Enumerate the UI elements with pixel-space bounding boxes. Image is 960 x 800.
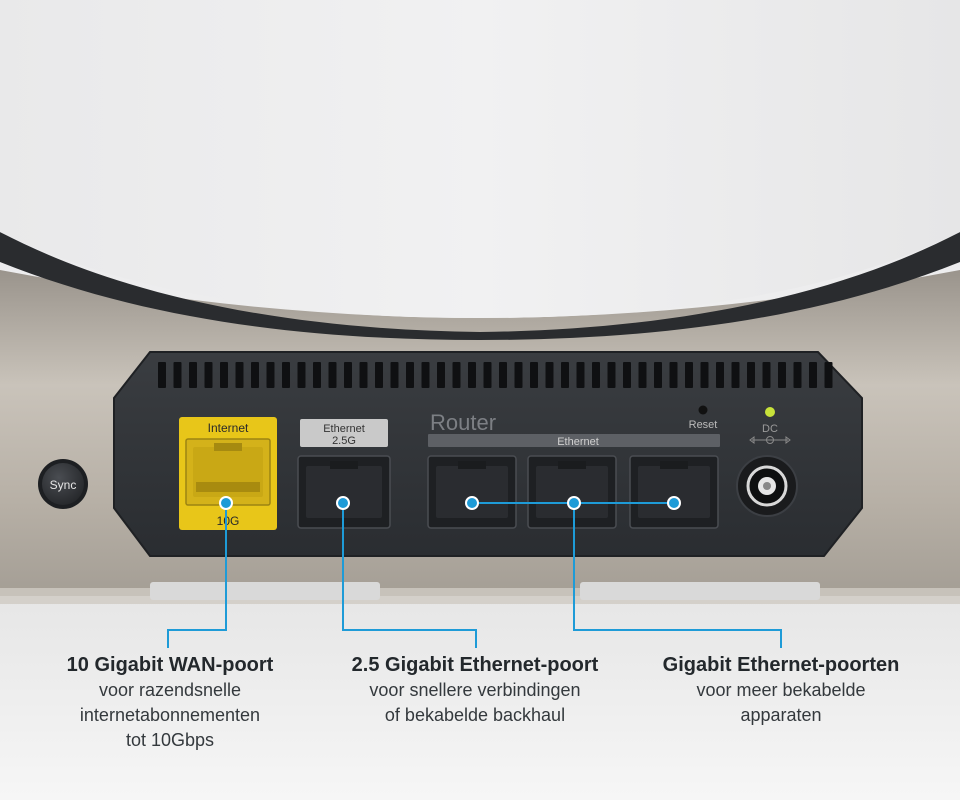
caption-wan-port: 10 Gigabit WAN-poort voor razendsnelle i…	[30, 652, 310, 753]
ethernet-port-2[interactable]	[527, 455, 617, 529]
vent-slot	[716, 362, 724, 388]
ethernet-2-5g-port[interactable]: Ethernet 2.5G	[297, 419, 391, 529]
caption-wan-port-line-2: internetabonnementen	[79, 705, 261, 725]
ethernet-port-1[interactable]	[427, 455, 517, 529]
callout-dot-wan	[219, 496, 233, 510]
reset-button[interactable]: Reset	[689, 405, 718, 432]
ethernet-group-bar	[428, 434, 720, 447]
vent-slot	[235, 362, 244, 388]
vent-slot	[173, 362, 182, 388]
vent-slot	[514, 362, 523, 388]
vent-slot	[189, 362, 197, 388]
sync-button-label: Sync	[50, 478, 77, 492]
dc-polarity-icon	[749, 436, 791, 444]
vent-slot	[313, 362, 321, 388]
callout-line-gigabit	[573, 503, 782, 648]
caption-2-5g-port-title: 2.5 Gigabit Ethernet-poort	[351, 654, 599, 676]
callout-line-2-5g	[342, 503, 477, 648]
dc-power-jack[interactable]	[736, 455, 798, 517]
floor	[0, 596, 960, 800]
caption-gigabit-ports-title: Gigabit Ethernet-poorten	[662, 654, 900, 676]
dome-rim	[0, 232, 960, 340]
foot-left	[150, 582, 380, 600]
sync-button[interactable]: Sync	[38, 459, 88, 509]
vent-slot	[654, 362, 662, 388]
vent-slot	[220, 362, 228, 388]
ethernet-2-5g-speed: 2.5G	[332, 435, 356, 447]
caption-wan-port-line-3: tot 10Gbps	[125, 730, 215, 750]
callout-dots	[219, 496, 681, 510]
vent-slot	[576, 362, 585, 388]
callout-dot-2-5g	[336, 496, 350, 510]
vent-slot	[731, 362, 740, 388]
vent-slot	[390, 362, 399, 388]
reset-label: Reset	[689, 419, 718, 431]
vent-slot	[607, 362, 616, 388]
vent-slot	[266, 362, 275, 388]
vent-slot	[499, 362, 507, 388]
vent-slots	[158, 362, 833, 388]
caption-gigabit-ports-line-2: apparaten	[740, 705, 822, 725]
vent-slot	[421, 362, 430, 388]
callout-dot-port-1	[465, 496, 479, 510]
vent-slot	[623, 362, 631, 388]
vent-slot	[638, 362, 647, 388]
vent-slot	[809, 362, 817, 388]
vent-slot	[561, 362, 569, 388]
vent-slot	[824, 362, 833, 388]
foot-right	[580, 582, 820, 600]
vent-slot	[762, 362, 771, 388]
caption-2-5g-port: 2.5 Gigabit Ethernet-poort voor snellere…	[330, 652, 620, 728]
ethernet-2-5g-label: Ethernet	[323, 423, 365, 435]
vent-slot	[375, 362, 383, 388]
vent-slot	[685, 362, 693, 388]
vent-slot	[530, 362, 538, 388]
vent-slot	[793, 362, 802, 388]
vent-slot	[545, 362, 554, 388]
vent-slot	[468, 362, 476, 388]
vent-slot	[778, 362, 786, 388]
router-dome	[0, 0, 960, 318]
router-label: Router	[430, 410, 496, 435]
vent-slot	[251, 362, 259, 388]
vent-slot	[483, 362, 492, 388]
vent-slot	[406, 362, 414, 388]
status-led	[765, 407, 775, 417]
vent-slot	[204, 362, 213, 388]
caption-wan-port-line-1: voor razendsnelle	[98, 680, 242, 700]
caption-gigabit-ports-line-1: voor meer bekabelde	[696, 680, 866, 700]
vent-slot	[669, 362, 678, 388]
callout-line-wan	[167, 503, 227, 648]
ethernet-port-3[interactable]	[629, 455, 719, 529]
caption-2-5g-port-line-1: voor snellere verbindingen	[369, 680, 581, 700]
vent-slot	[344, 362, 352, 388]
vent-slot	[747, 362, 755, 388]
dc-label: DC	[762, 423, 778, 435]
ethernet-group-label: Ethernet	[557, 436, 599, 448]
vent-slot	[452, 362, 461, 388]
vent-slot	[297, 362, 306, 388]
caption-wan-port-title: 10 Gigabit WAN-poort	[66, 654, 274, 676]
callout-dot-port-2	[567, 496, 581, 510]
vent-slot	[359, 362, 368, 388]
vent-slot	[282, 362, 290, 388]
internet-port-label: Internet	[208, 421, 249, 435]
caption-2-5g-port-line-2: of bekabelde backhaul	[384, 705, 566, 725]
internet-port[interactable]: Internet 10G	[179, 417, 277, 530]
vent-slot	[592, 362, 600, 388]
callout-dot-port-3	[667, 496, 681, 510]
vent-slot	[158, 362, 166, 388]
internet-port-speed: 10G	[217, 514, 240, 528]
vent-slot	[437, 362, 445, 388]
caption-gigabit-ports: Gigabit Ethernet-poorten voor meer bekab…	[640, 652, 922, 728]
reset-hole-icon	[698, 405, 708, 415]
vent-slot	[700, 362, 709, 388]
vent-slot	[328, 362, 337, 388]
